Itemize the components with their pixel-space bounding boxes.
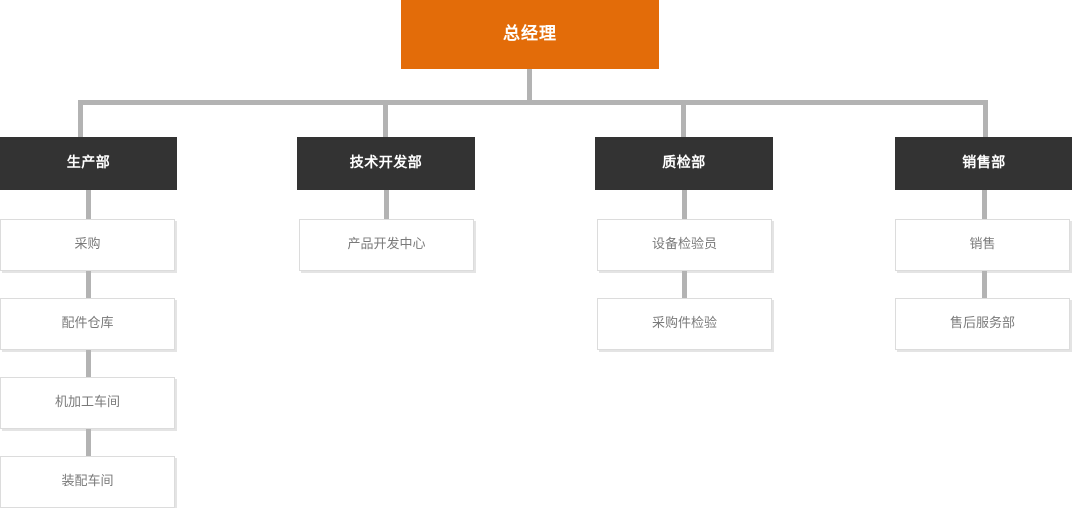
connector-b1-c1 bbox=[86, 190, 91, 219]
node-leaf-sales[interactable]: 销售 bbox=[895, 219, 1070, 271]
connector-drop-dept-4 bbox=[983, 100, 988, 137]
node-leaf-equipment-inspector[interactable]: 设备检验员 bbox=[597, 219, 772, 271]
node-leaf-product-development-center[interactable]: 产品开发中心 bbox=[299, 219, 474, 271]
node-label: 生产部 bbox=[66, 154, 111, 171]
connector-drop-dept-2 bbox=[383, 100, 388, 137]
node-leaf-machining-workshop[interactable]: 机加工车间 bbox=[0, 377, 175, 429]
node-leaf-purchased-parts-inspection[interactable]: 采购件检验 bbox=[597, 298, 772, 350]
node-label: 产品开发中心 bbox=[347, 236, 426, 252]
node-department-technical-development[interactable]: 技术开发部 bbox=[297, 137, 475, 190]
node-label: 质检部 bbox=[662, 154, 706, 171]
connector-drop-dept-1 bbox=[78, 100, 83, 137]
connector-b4-c1 bbox=[982, 190, 987, 219]
node-leaf-purchasing[interactable]: 采购 bbox=[0, 219, 175, 271]
node-leaf-parts-warehouse[interactable]: 配件仓库 bbox=[0, 298, 175, 350]
node-label: 设备检验员 bbox=[651, 236, 717, 252]
node-leaf-after-sales-service[interactable]: 售后服务部 bbox=[895, 298, 1070, 350]
connector-b2-c1 bbox=[384, 190, 389, 219]
connector-b4-c2 bbox=[982, 271, 987, 298]
node-label: 技术开发部 bbox=[349, 154, 423, 171]
node-root-general-manager[interactable]: 总经理 bbox=[401, 0, 659, 69]
node-label: 采购件检验 bbox=[651, 315, 717, 331]
node-label: 销售 bbox=[969, 236, 996, 252]
connector-b3-c1 bbox=[682, 190, 687, 219]
node-label: 采购 bbox=[74, 236, 101, 252]
node-label: 配件仓库 bbox=[61, 315, 114, 331]
node-label: 总经理 bbox=[503, 23, 557, 44]
connector-b1-c2 bbox=[86, 271, 91, 298]
connector-root-stem bbox=[527, 69, 532, 102]
connector-root-bus bbox=[78, 100, 988, 105]
node-label: 销售部 bbox=[962, 154, 1006, 171]
node-label: 机加工车间 bbox=[54, 394, 120, 410]
node-leaf-assembly-workshop[interactable]: 装配车间 bbox=[0, 456, 175, 508]
connector-b1-c3 bbox=[86, 350, 91, 377]
connector-b1-c4 bbox=[86, 429, 91, 456]
node-label: 售后服务部 bbox=[949, 315, 1015, 331]
connector-b3-c2 bbox=[682, 271, 687, 298]
node-department-quality-inspection[interactable]: 质检部 bbox=[595, 137, 773, 190]
node-department-production[interactable]: 生产部 bbox=[0, 137, 177, 190]
node-label: 装配车间 bbox=[61, 473, 114, 489]
node-department-sales[interactable]: 销售部 bbox=[895, 137, 1072, 190]
connector-drop-dept-3 bbox=[681, 100, 686, 137]
